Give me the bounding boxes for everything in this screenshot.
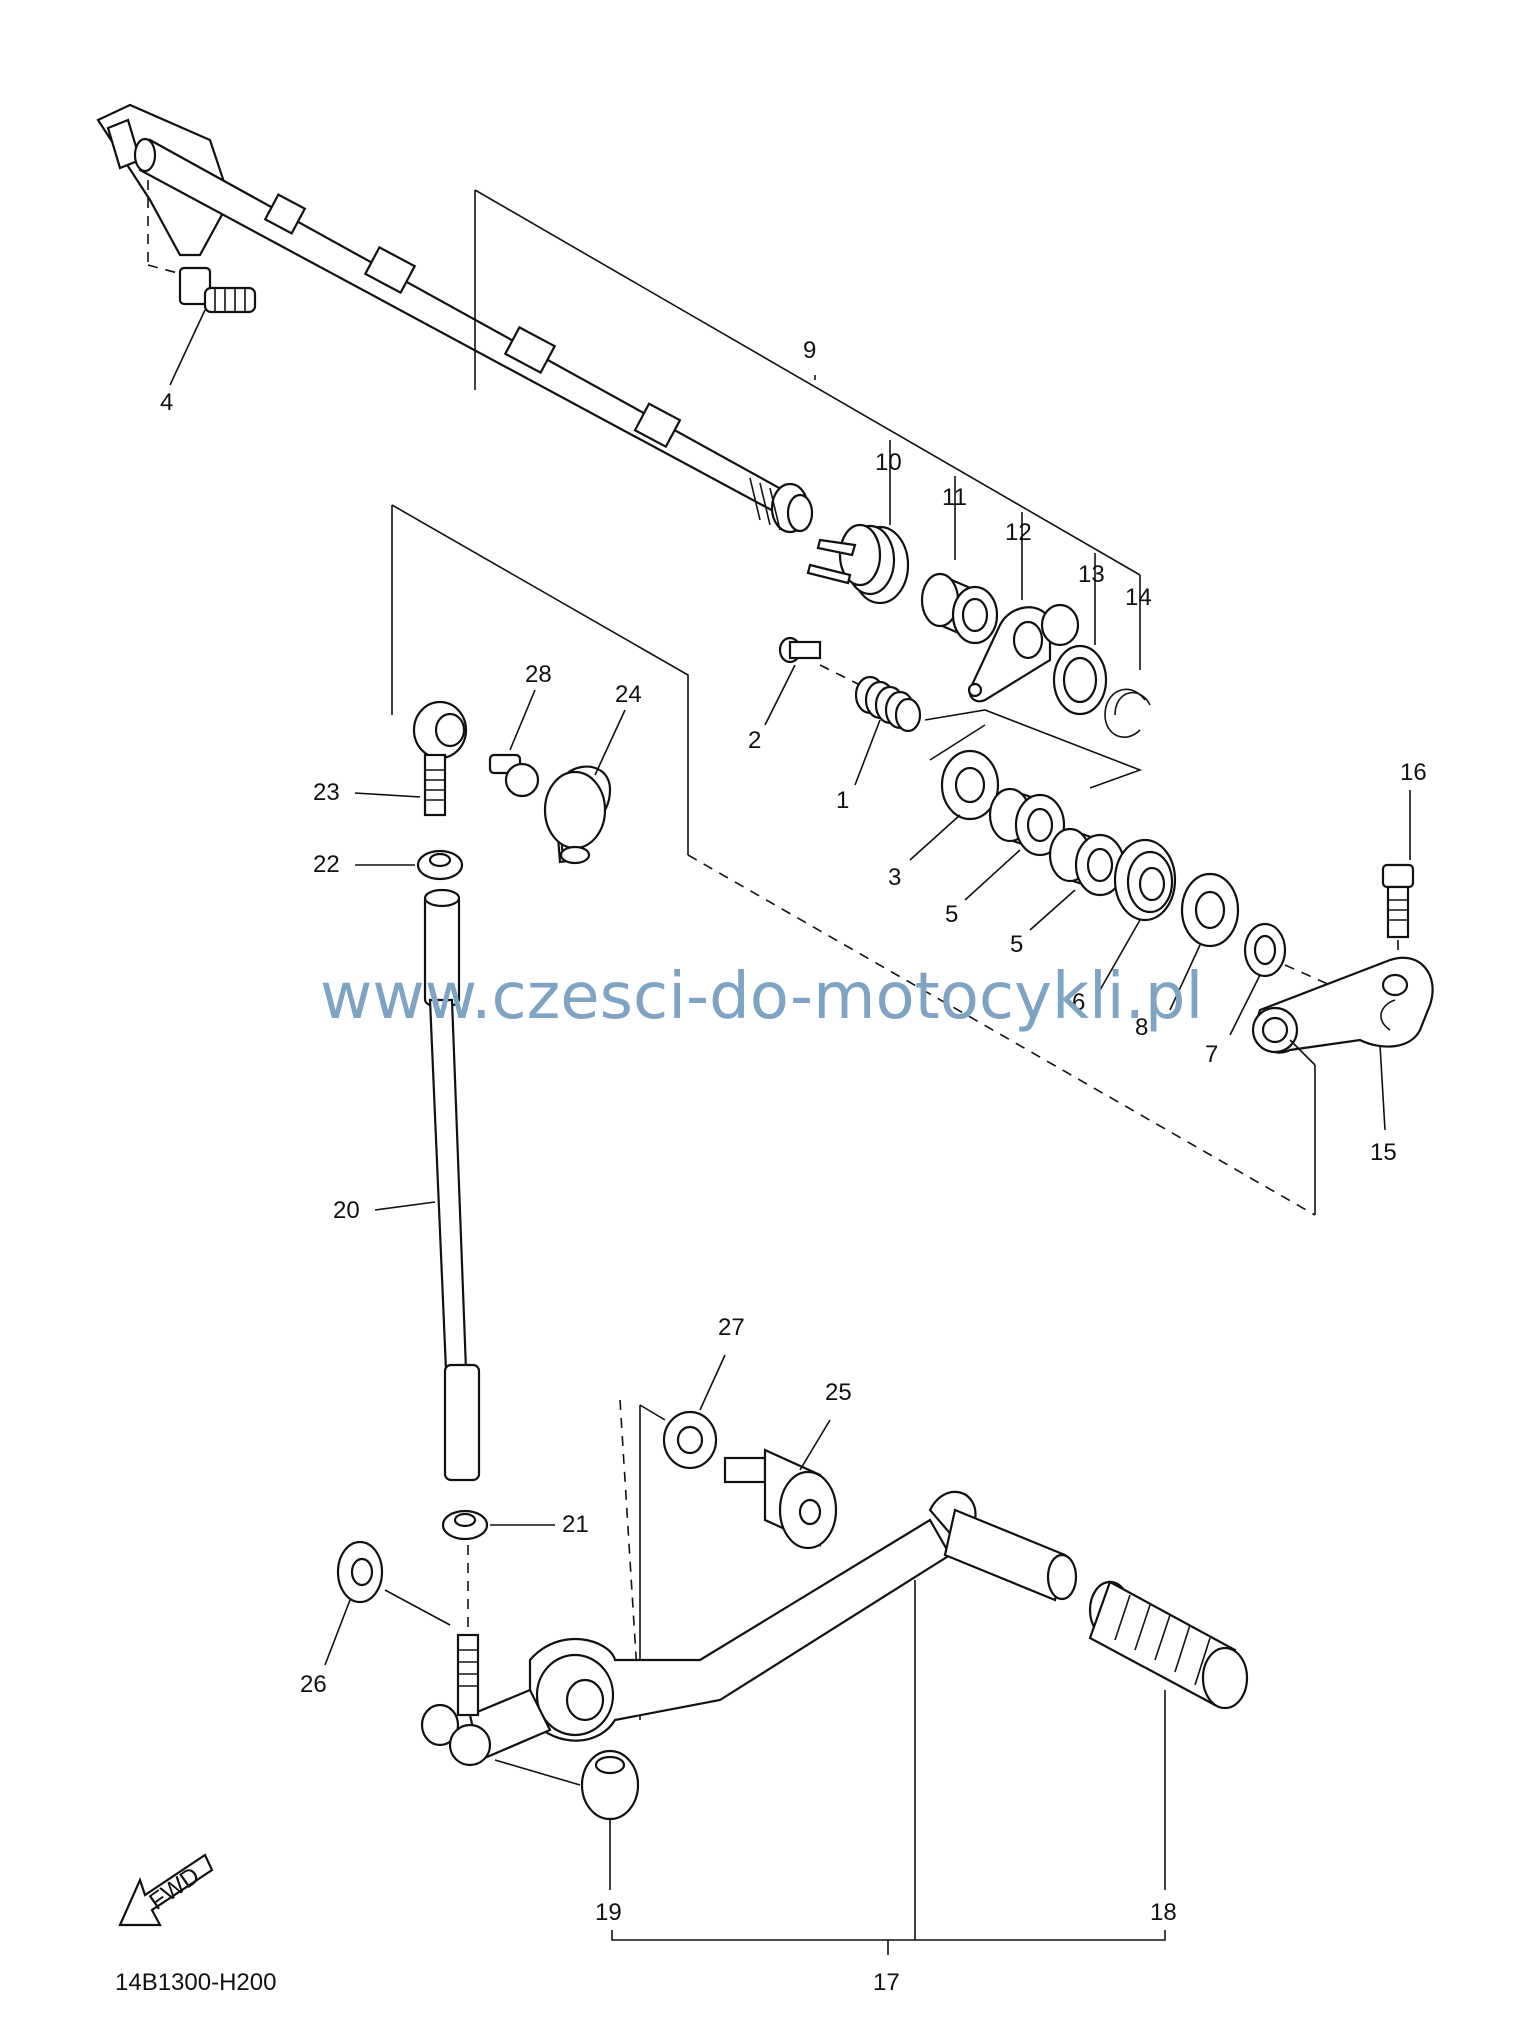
part-14-circlip bbox=[1104, 688, 1151, 738]
callout-15: 15 bbox=[1370, 1139, 1397, 1166]
part-8-washer bbox=[1180, 872, 1240, 948]
callout-5a: 5 bbox=[945, 901, 958, 928]
fwd-arrow-icon: FWD bbox=[118, 1853, 214, 1927]
part-10-spring bbox=[806, 523, 910, 605]
part-12-shift-arm bbox=[967, 606, 1052, 703]
part-4-bolt bbox=[178, 266, 257, 314]
callout-11: 11 bbox=[942, 484, 967, 511]
part-3-washer bbox=[940, 749, 1000, 821]
callout-12: 12 bbox=[1005, 519, 1032, 546]
part-2-screw bbox=[778, 636, 822, 664]
callout-1: 1 bbox=[836, 787, 849, 814]
part-11-collar bbox=[920, 572, 999, 645]
part-13-collar bbox=[1040, 603, 1108, 716]
part-20-shift-rod bbox=[423, 888, 481, 1482]
callout-8: 8 bbox=[1135, 1014, 1148, 1041]
part-5-collar-a bbox=[988, 787, 1066, 857]
callout-13: 13 bbox=[1078, 561, 1105, 588]
callout-7: 7 bbox=[1205, 1041, 1218, 1068]
part-25-pivot-bolt bbox=[723, 1448, 838, 1550]
callout-9: 9 bbox=[803, 337, 816, 364]
callout-14: 14 bbox=[1125, 584, 1152, 611]
callout-2: 2 bbox=[748, 727, 761, 754]
part-22-nut bbox=[416, 849, 464, 881]
part-24-boot bbox=[543, 765, 612, 865]
callout-17: 17 bbox=[873, 1969, 900, 1996]
callout-5b: 5 bbox=[1010, 931, 1023, 958]
part-27-washer bbox=[662, 1410, 718, 1470]
watermark: www.czesci-do-motocykli.pl bbox=[320, 960, 1203, 1034]
callout-21: 21 bbox=[562, 1511, 589, 1538]
callout-16: 16 bbox=[1400, 759, 1427, 786]
part-6-bearing bbox=[1113, 838, 1177, 922]
callout-6: 6 bbox=[1072, 989, 1085, 1016]
callout-19: 19 bbox=[595, 1899, 622, 1926]
diagram-code: 14B1300-H200 bbox=[115, 1969, 276, 1996]
callout-25: 25 bbox=[825, 1379, 852, 1406]
callout-20: 20 bbox=[333, 1197, 360, 1224]
callout-3: 3 bbox=[888, 864, 901, 891]
part-21-nut bbox=[441, 1509, 489, 1541]
callout-18: 18 bbox=[1150, 1899, 1177, 1926]
part-26-washer bbox=[336, 1540, 384, 1604]
part-15-shift-arm bbox=[1251, 956, 1434, 1054]
part-23-rod-end bbox=[412, 700, 468, 817]
callout-28: 28 bbox=[525, 661, 552, 688]
callout-4: 4 bbox=[160, 389, 173, 416]
part-5-collar-b bbox=[1048, 827, 1126, 897]
shift-shaft bbox=[96, 103, 814, 534]
part-18-pedal-rubber bbox=[1088, 1580, 1249, 1710]
part-7-circlip bbox=[1243, 922, 1287, 978]
part-1-spring bbox=[854, 675, 922, 733]
callout-27: 27 bbox=[718, 1314, 745, 1341]
callout-24: 24 bbox=[615, 681, 642, 708]
part-17-shift-pedal bbox=[420, 1490, 1078, 1767]
callout-22: 22 bbox=[313, 851, 340, 878]
part-16-bolt bbox=[1381, 863, 1415, 939]
callout-26: 26 bbox=[300, 1671, 327, 1698]
part-28-screw bbox=[488, 753, 540, 798]
callout-10: 10 bbox=[875, 449, 902, 476]
callout-23: 23 bbox=[313, 779, 340, 806]
part-19-boot bbox=[580, 1749, 640, 1821]
